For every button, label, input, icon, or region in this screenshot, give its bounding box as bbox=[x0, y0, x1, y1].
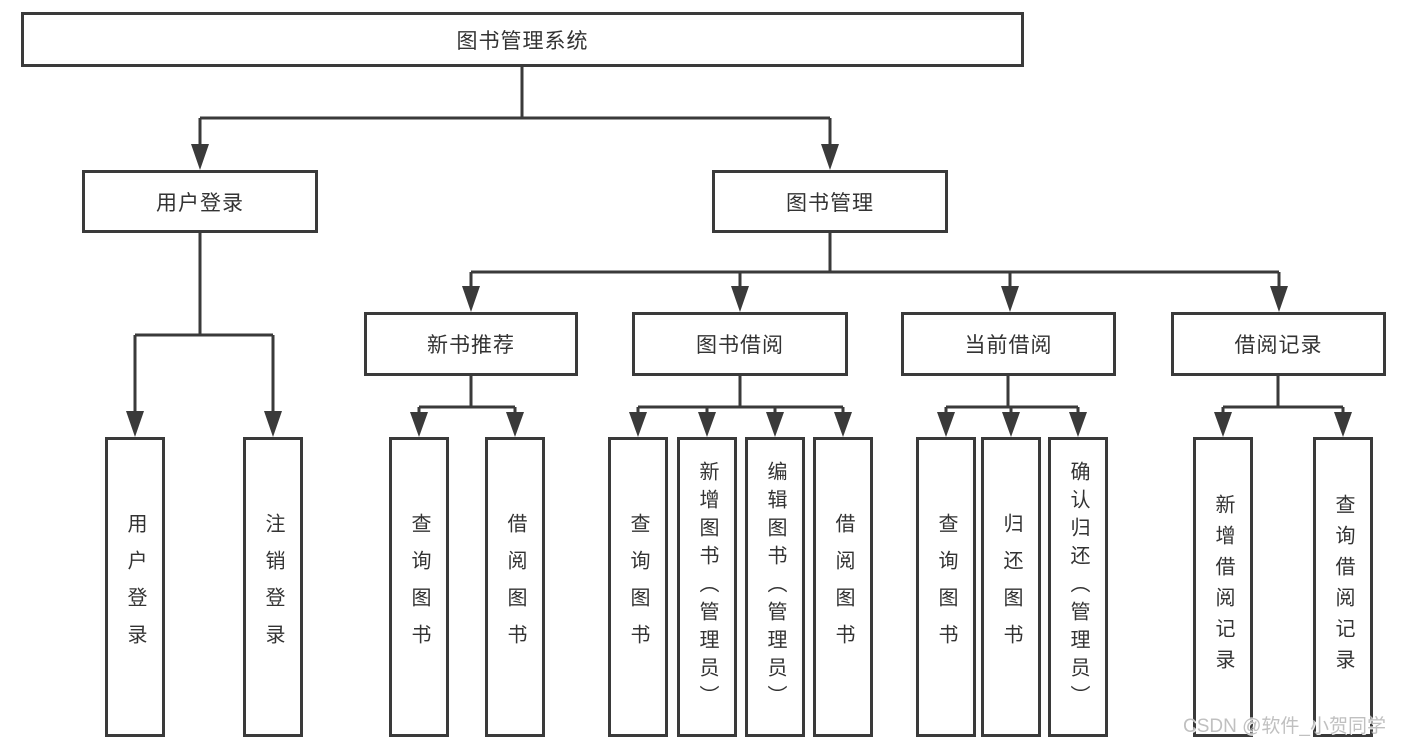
connector-book-management-children bbox=[462, 233, 1288, 312]
leaf-current-return-books: 归还图书 bbox=[981, 437, 1041, 737]
leaf-newbooks-query-books: 查询图书 bbox=[389, 437, 449, 737]
connector-current-borrowing-children bbox=[937, 376, 1087, 437]
leaf-logout: 注销登录 bbox=[243, 437, 303, 737]
watermark: CSDN @软件_小贺同学 bbox=[1183, 716, 1386, 737]
node-root: 图书管理系统 bbox=[21, 12, 1024, 67]
node-borrowing-records: 借阅记录 bbox=[1171, 312, 1386, 376]
node-user-login: 用户登录 bbox=[82, 170, 318, 233]
leaf-records-add-record: 新增借阅记录 bbox=[1193, 437, 1253, 737]
leaf-records-query-record: 查询借阅记录 bbox=[1313, 437, 1373, 737]
connector-book-borrowing-children bbox=[629, 376, 852, 437]
connector-user-login-children bbox=[126, 233, 282, 437]
connector-new-book-children bbox=[410, 376, 524, 437]
connector-root-to-level2 bbox=[191, 67, 839, 170]
leaf-current-query-books: 查询图书 bbox=[916, 437, 976, 737]
leaf-user-login: 用户登录 bbox=[105, 437, 165, 737]
node-current-borrowing: 当前借阅 bbox=[901, 312, 1116, 376]
leaf-borrowing-add-book-admin: 新增图书（管理员） bbox=[677, 437, 737, 737]
leaf-borrowing-borrow-books: 借阅图书 bbox=[813, 437, 873, 737]
leaf-borrowing-edit-book-admin: 编辑图书（管理员） bbox=[745, 437, 805, 737]
node-book-management: 图书管理 bbox=[712, 170, 948, 233]
leaf-borrowing-query-books: 查询图书 bbox=[608, 437, 668, 737]
leaf-current-confirm-return-admin: 确认归还（管理员） bbox=[1048, 437, 1108, 737]
leaf-newbooks-borrow-books: 借阅图书 bbox=[485, 437, 545, 737]
node-book-borrowing: 图书借阅 bbox=[632, 312, 848, 376]
connector-borrowing-records-children bbox=[1214, 376, 1352, 437]
node-new-book-recommendation: 新书推荐 bbox=[364, 312, 578, 376]
